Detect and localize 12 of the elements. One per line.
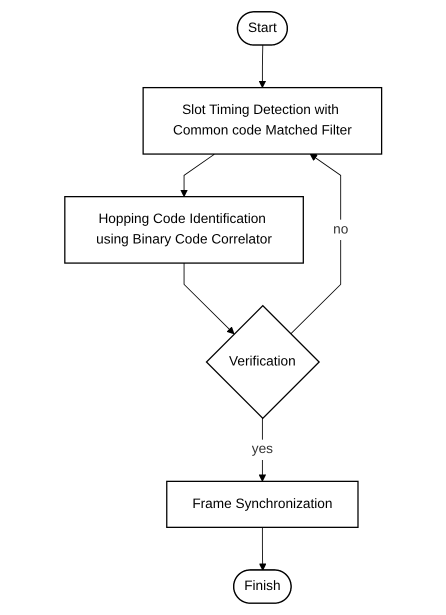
edge-label: no [332, 222, 348, 237]
arrow [180, 154, 215, 197]
node-box: Frame Synchronization [166, 480, 358, 528]
arrow [258, 526, 266, 571]
arrow [183, 262, 234, 334]
arrow [258, 418, 266, 482]
arrow [258, 45, 266, 88]
node-box: Hopping Code Identification using Binary Code Correlator [64, 196, 304, 264]
edge-label: yes [252, 442, 273, 457]
node-diamond: Verification [205, 304, 320, 420]
arrow [290, 154, 341, 334]
node-box: Slot Timing Detection with Common code Matched Filter [142, 87, 382, 155]
